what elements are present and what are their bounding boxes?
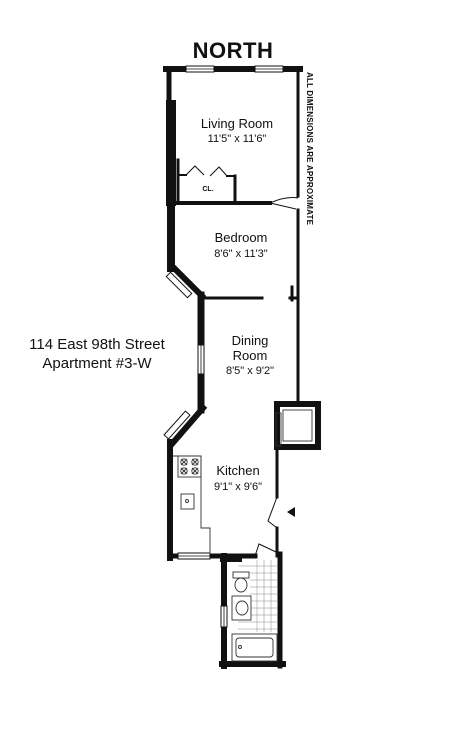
bath-door xyxy=(254,543,277,557)
doors xyxy=(185,165,299,557)
dimensions-note: ALL DIMENSIONS ARE APPROXIMATE xyxy=(305,72,314,226)
window-sills xyxy=(178,68,283,627)
window-bay xyxy=(165,271,193,299)
dining-room-name-2: Room xyxy=(233,348,268,363)
bedroom-bay xyxy=(167,261,207,301)
kitchen-sink-icon xyxy=(180,493,195,510)
dining-cabinet xyxy=(275,412,282,447)
kitchen-angle-wall xyxy=(166,403,208,450)
closet-door-left xyxy=(185,165,205,176)
bath-sink-icon xyxy=(231,595,252,621)
compass-label: NORTH xyxy=(193,38,274,63)
dining-room-size: 8'5" x 9'2" xyxy=(226,365,274,377)
window-kitchen-angle xyxy=(163,410,191,440)
bath-tile-floor xyxy=(238,560,278,632)
entry-arrow-icon xyxy=(287,507,295,517)
closet-door-right xyxy=(209,166,228,177)
living-room-size: 11'5" x 11'6" xyxy=(208,133,267,145)
kitchen-name: Kitchen xyxy=(216,463,259,478)
living-east-door xyxy=(269,197,299,210)
living-room-name: Living Room xyxy=(201,116,273,131)
bathtub-icon xyxy=(231,633,278,662)
walls xyxy=(163,66,321,669)
bedroom-name: Bedroom xyxy=(215,230,268,245)
kitchen-size: 9'1" x 9'6" xyxy=(214,481,262,493)
entry-door xyxy=(267,496,278,529)
fixtures xyxy=(173,409,313,662)
address-line-1: 114 East 98th Street xyxy=(29,336,165,353)
dining-room-name-1: Dining xyxy=(232,333,269,348)
toilet-icon xyxy=(232,571,250,593)
stove-icon xyxy=(177,455,202,478)
shaft-box xyxy=(274,401,321,450)
bedroom-size: 8'6" x 11'3" xyxy=(214,248,267,260)
address-line-2: Apartment #3-W xyxy=(42,355,152,372)
closet-label: CL. xyxy=(202,186,213,193)
shaft-inner xyxy=(282,409,313,442)
